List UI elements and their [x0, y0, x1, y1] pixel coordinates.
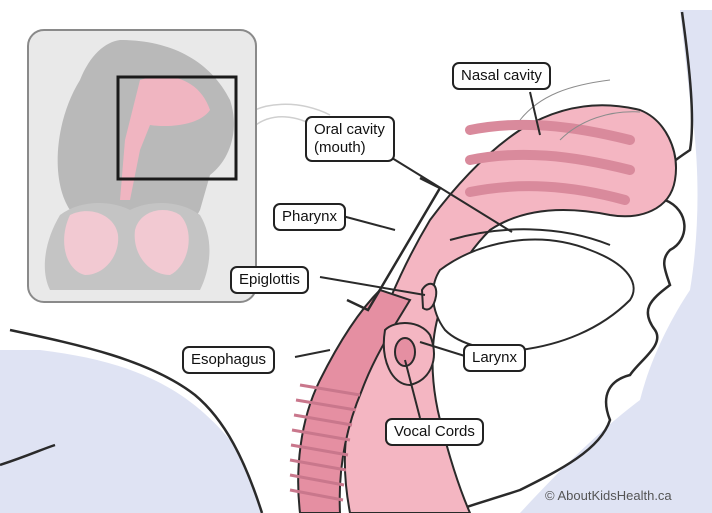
- chin-background: [0, 350, 262, 513]
- label-epiglottis: Epiglottis: [230, 266, 309, 294]
- oral-cavity: [433, 240, 634, 351]
- label-esophagus: Esophagus: [182, 346, 275, 374]
- label-larynx: Larynx: [463, 344, 526, 372]
- label-oral-cavity: Oral cavity (mouth): [305, 116, 395, 162]
- label-vocal-cords: Vocal Cords: [385, 418, 484, 446]
- copyright-credit: © AboutKidsHealth.ca: [545, 488, 672, 503]
- label-pharynx: Pharynx: [273, 203, 346, 231]
- label-nasal-cavity: Nasal cavity: [452, 62, 551, 90]
